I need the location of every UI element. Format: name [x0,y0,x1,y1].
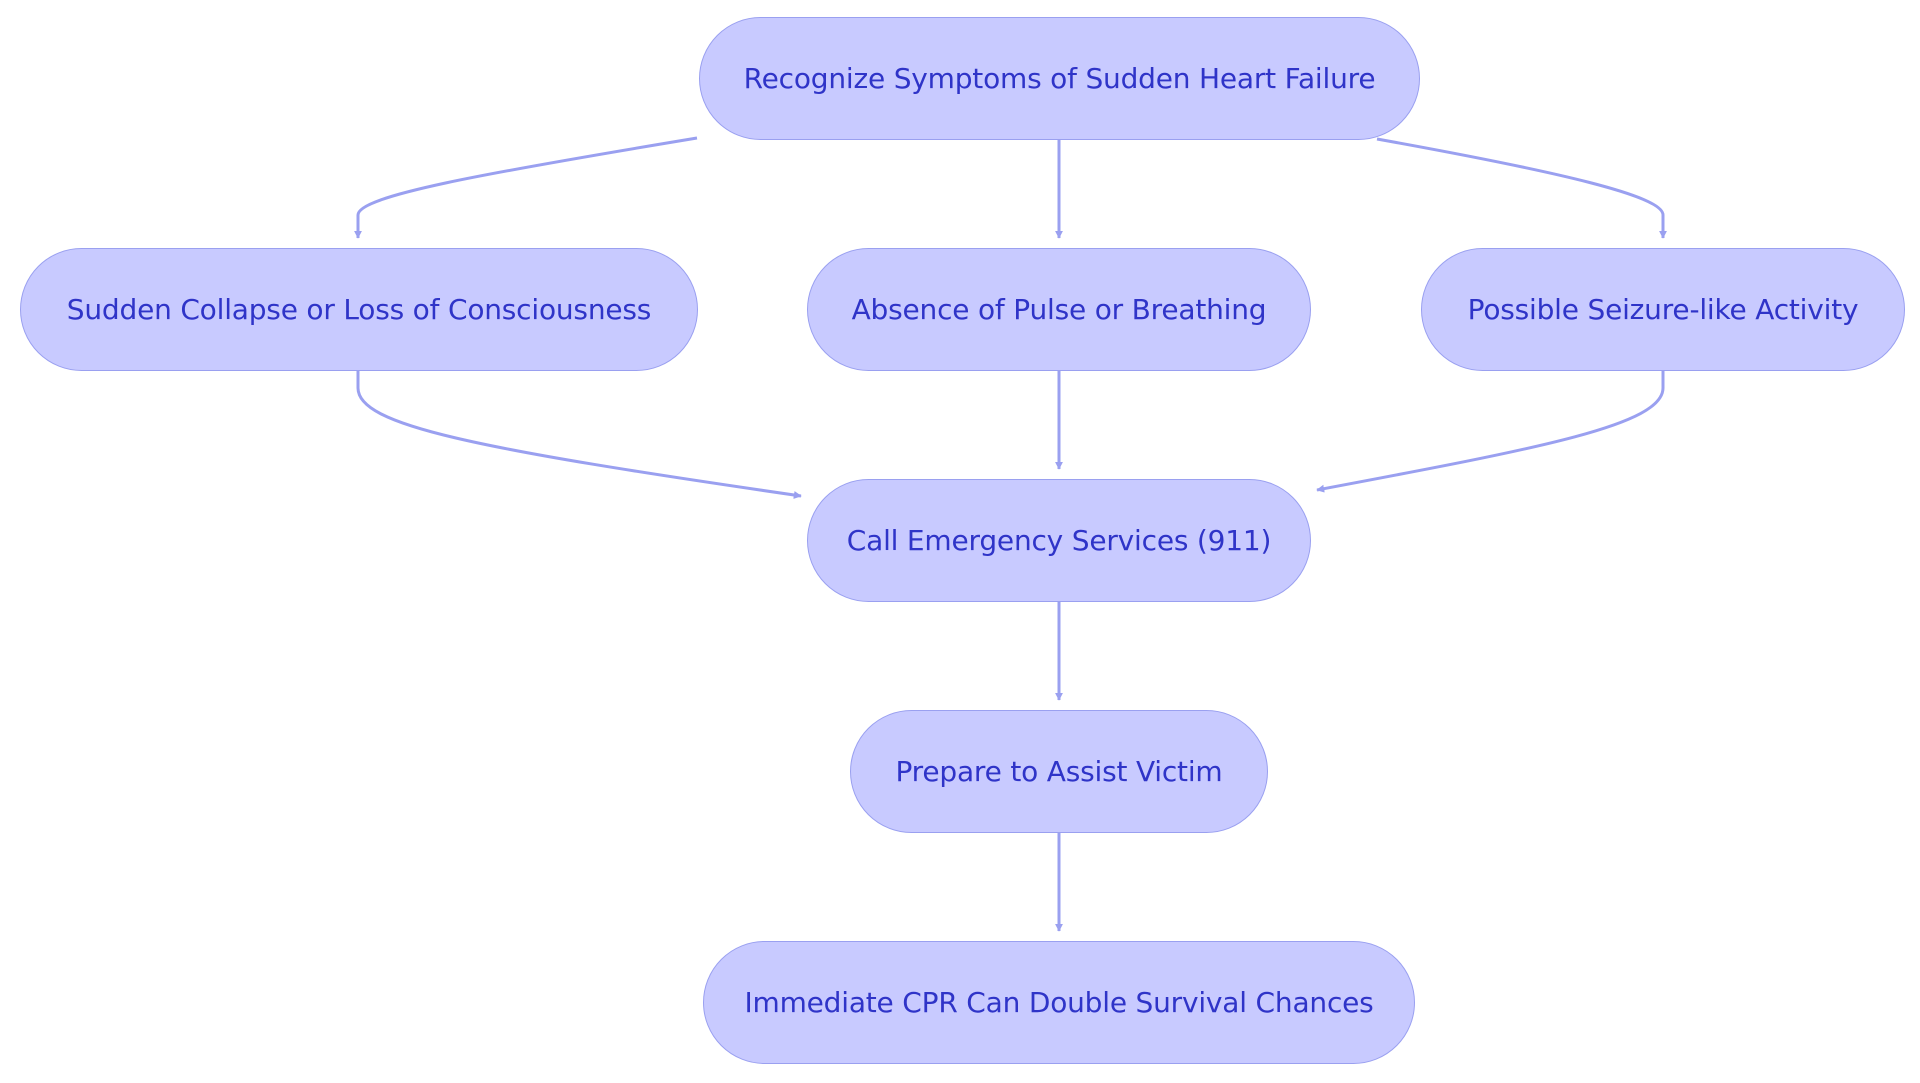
node-label: Absence of Pulse or Breathing [851,293,1267,326]
node-call-emergency: Call Emergency Services (911) [807,479,1311,602]
node-sudden-collapse: Sudden Collapse or Loss of Consciousness [20,248,698,371]
node-label: Immediate CPR Can Double Survival Chance… [744,986,1374,1019]
node-label: Call Emergency Services (911) [846,524,1272,557]
node-absence-pulse: Absence of Pulse or Breathing [807,248,1311,371]
node-prepare-assist: Prepare to Assist Victim [850,710,1268,833]
node-label: Recognize Symptoms of Sudden Heart Failu… [743,62,1376,95]
node-label: Possible Seizure-like Activity [1467,293,1859,326]
node-recognize-symptoms: Recognize Symptoms of Sudden Heart Failu… [699,17,1420,140]
edge-seizure-call [1316,371,1665,493]
node-label: Prepare to Assist Victim [895,755,1223,788]
edge-recognize-seizure [1376,137,1667,239]
node-seizure-activity: Possible Seizure-like Activity [1421,248,1905,371]
node-immediate-cpr: Immediate CPR Can Double Survival Chance… [703,941,1415,1064]
edge-collapse-call [356,371,802,499]
node-label: Sudden Collapse or Loss of Consciousness [66,293,652,326]
edge-recognize-collapse [354,136,698,239]
